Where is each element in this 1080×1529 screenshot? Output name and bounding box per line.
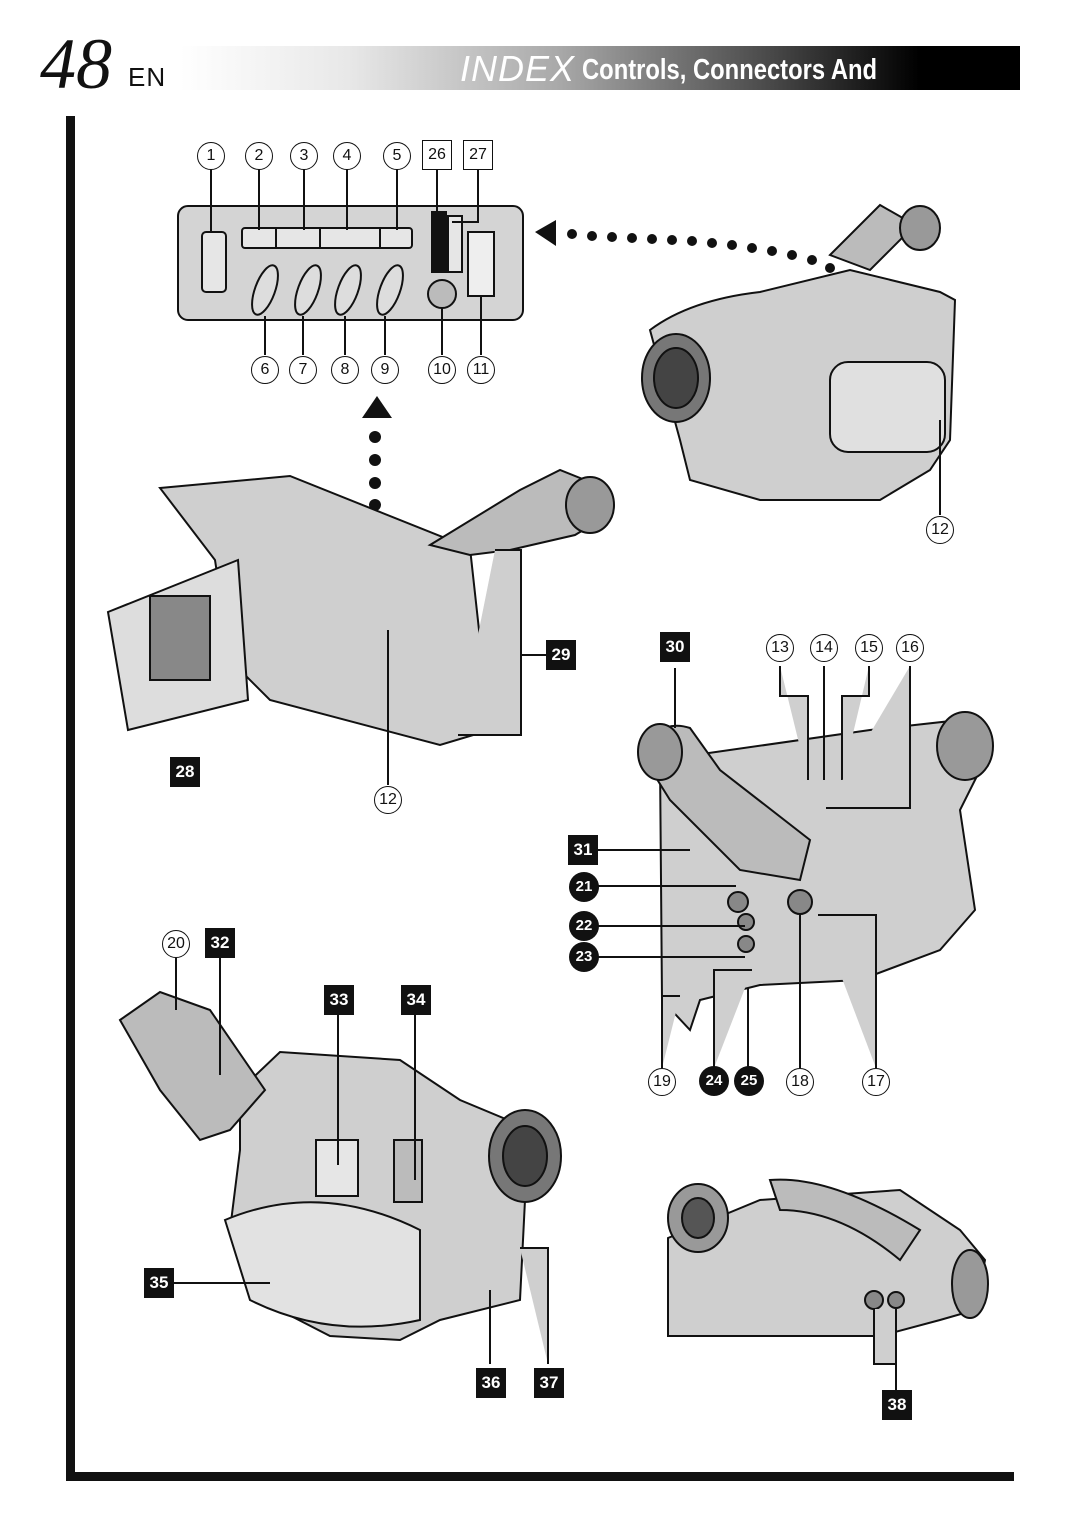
camcorder-side-drawing xyxy=(598,666,994,1068)
callout-24: 24 xyxy=(699,1066,729,1096)
camcorder-front-drawing xyxy=(641,203,957,515)
page-title: Controls, Connectors And Indicators xyxy=(582,54,878,119)
callout-14: 14 xyxy=(810,634,838,662)
callout-36: 36 xyxy=(476,1368,506,1398)
callout-31: 31 xyxy=(568,835,598,865)
index-label: INDEX xyxy=(460,48,576,89)
callout-12-mid: 12 xyxy=(374,786,402,814)
callout-34: 34 xyxy=(401,985,431,1015)
frame-bottom-rule xyxy=(66,1472,1014,1481)
callout-27: 27 xyxy=(463,140,493,170)
callout-33: 33 xyxy=(324,985,354,1015)
callout-26: 26 xyxy=(422,140,452,170)
page-header: 48 EN INDEX Controls, Connectors And Ind… xyxy=(0,0,1080,119)
camcorder-bottom-drawing xyxy=(667,1178,989,1390)
callout-21: 21 xyxy=(569,872,599,902)
camcorder-lcd-drawing xyxy=(106,468,615,785)
camcorder-grip-drawing xyxy=(118,958,562,1364)
callout-5: 5 xyxy=(383,142,411,170)
callout-1: 1 xyxy=(197,142,225,170)
callout-23: 23 xyxy=(569,942,599,972)
callout-9: 9 xyxy=(371,356,399,384)
callout-25: 25 xyxy=(734,1066,764,1096)
callout-2: 2 xyxy=(245,142,273,170)
callout-3: 3 xyxy=(290,142,318,170)
callout-18: 18 xyxy=(786,1068,814,1096)
callout-28: 28 xyxy=(170,757,200,787)
callout-8: 8 xyxy=(331,356,359,384)
callout-30: 30 xyxy=(660,632,690,662)
callout-6: 6 xyxy=(251,356,279,384)
callout-4: 4 xyxy=(333,142,361,170)
callout-7: 7 xyxy=(289,356,317,384)
page-language: EN xyxy=(128,62,167,92)
callout-12-top: 12 xyxy=(926,516,954,544)
callout-32: 32 xyxy=(205,928,235,958)
callout-35: 35 xyxy=(144,1268,174,1298)
callout-20: 20 xyxy=(162,930,190,958)
callout-38: 38 xyxy=(882,1390,912,1420)
frame-left-rule xyxy=(66,116,75,1481)
page-number: 48 xyxy=(40,24,112,104)
callout-19: 19 xyxy=(648,1068,676,1096)
header-gradient-bar xyxy=(180,46,1020,90)
callout-17: 17 xyxy=(862,1068,890,1096)
callout-37: 37 xyxy=(534,1368,564,1398)
callout-10: 10 xyxy=(428,356,456,384)
callout-15: 15 xyxy=(855,634,883,662)
callout-11: 11 xyxy=(467,356,495,384)
callout-16: 16 xyxy=(896,634,924,662)
callout-13: 13 xyxy=(766,634,794,662)
callout-29: 29 xyxy=(546,640,576,670)
control-panel-drawing xyxy=(177,168,524,355)
callout-22: 22 xyxy=(569,911,599,941)
